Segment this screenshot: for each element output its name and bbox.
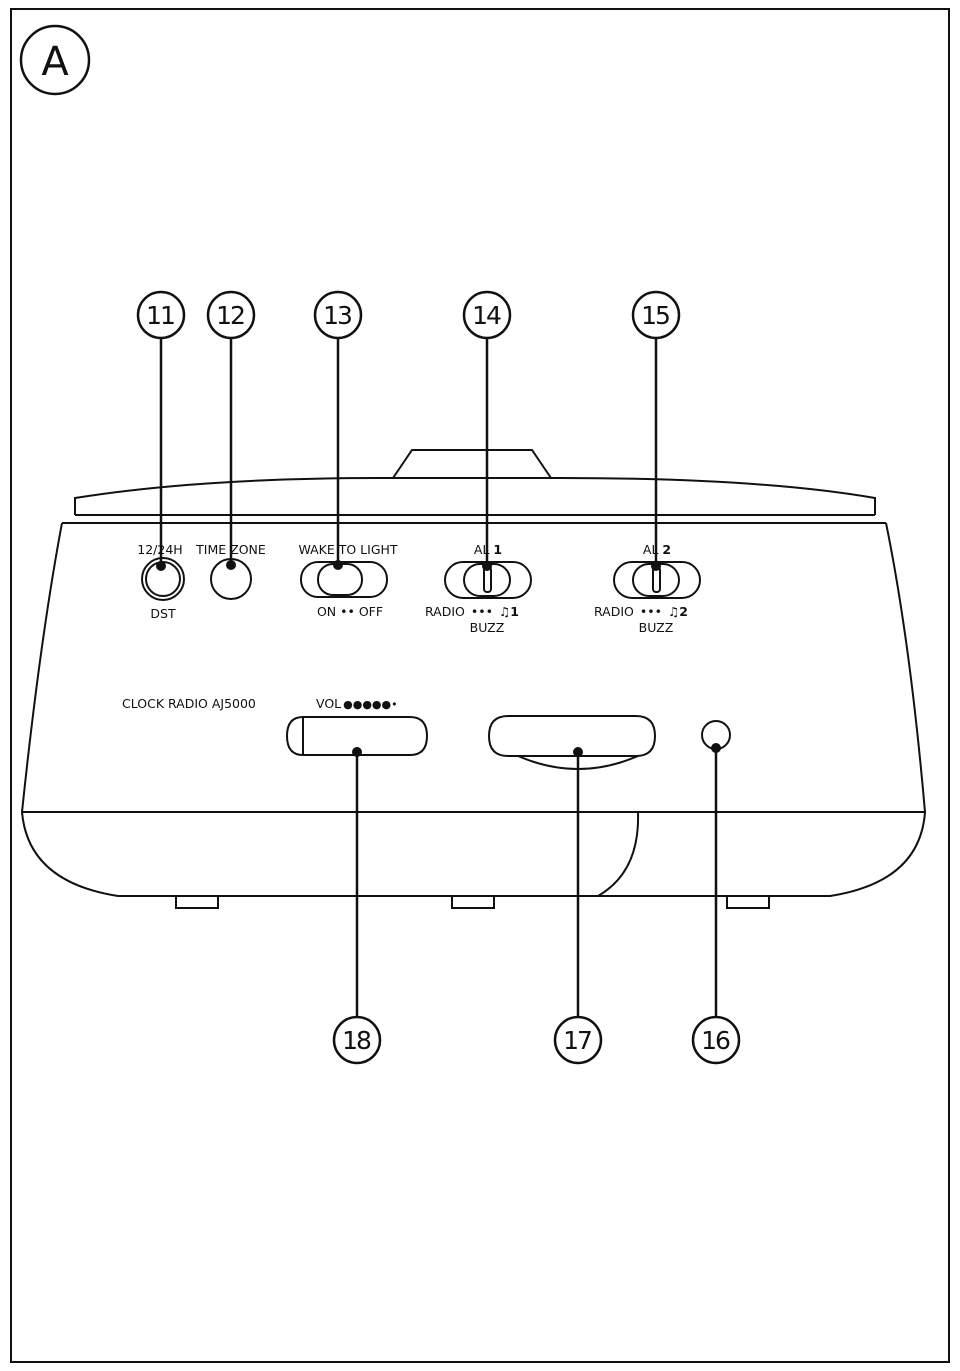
callout-13-circle [313,290,363,340]
body-outline [20,522,927,897]
figure-letter: A [41,39,69,85]
callout-16-number: 16 [701,1026,730,1055]
foot-right [726,896,770,909]
hour-format-button [141,557,185,601]
label-al2: AL 2 [643,542,671,557]
base-curve [597,811,640,897]
label-hour-format: 12/24H [137,542,182,557]
callout-17-circle [553,1015,603,1065]
label-al1: AL 1 [474,542,502,557]
foot-middle [451,896,495,909]
callout-18-number: 18 [342,1026,371,1055]
callout-15-circle [631,290,681,340]
figure-frame [10,8,950,1363]
callout-14-circle [462,290,512,340]
label-on-off: ON •• OFF [317,604,383,619]
label-time-zone: TIME ZONE [195,542,266,557]
callout-circles [136,290,741,1065]
callout-11-circle [136,290,186,340]
label-al2-buzz: BUZZ [639,620,674,635]
label-model: CLOCK RADIO AJ5000 [122,696,256,711]
callout-17-number: 17 [563,1026,591,1055]
callout-11-number: 11 [146,301,174,330]
top-handle [392,449,552,479]
label-al1-radio: RADIO•••♫1 [425,604,519,619]
label-al1-buzz: BUZZ [470,620,505,635]
callout-12-number: 12 [216,301,244,330]
label-wake-to-light: WAKE TO LIGHT [298,542,397,557]
callout-16-circle [691,1015,741,1065]
figure-letter-badge: A [19,24,91,96]
foot-left [175,896,219,909]
leader-lines [159,339,718,1016]
callout-13-number: 13 [323,301,351,330]
volume-wheel [285,716,429,756]
wake-light-slider-track [300,561,388,598]
callout-15-number: 15 [641,301,669,330]
display-window [487,715,657,757]
top-lid [74,477,876,515]
label-al2-radio: RADIO•••♫2 [594,604,688,619]
label-volume: VOL●●●●●• [316,696,398,711]
callout-18-circle [332,1015,382,1065]
leader-dots [156,560,721,757]
callout-12-circle [206,290,256,340]
callout-14-number: 14 [472,301,501,330]
label-dst: DST [150,606,176,621]
